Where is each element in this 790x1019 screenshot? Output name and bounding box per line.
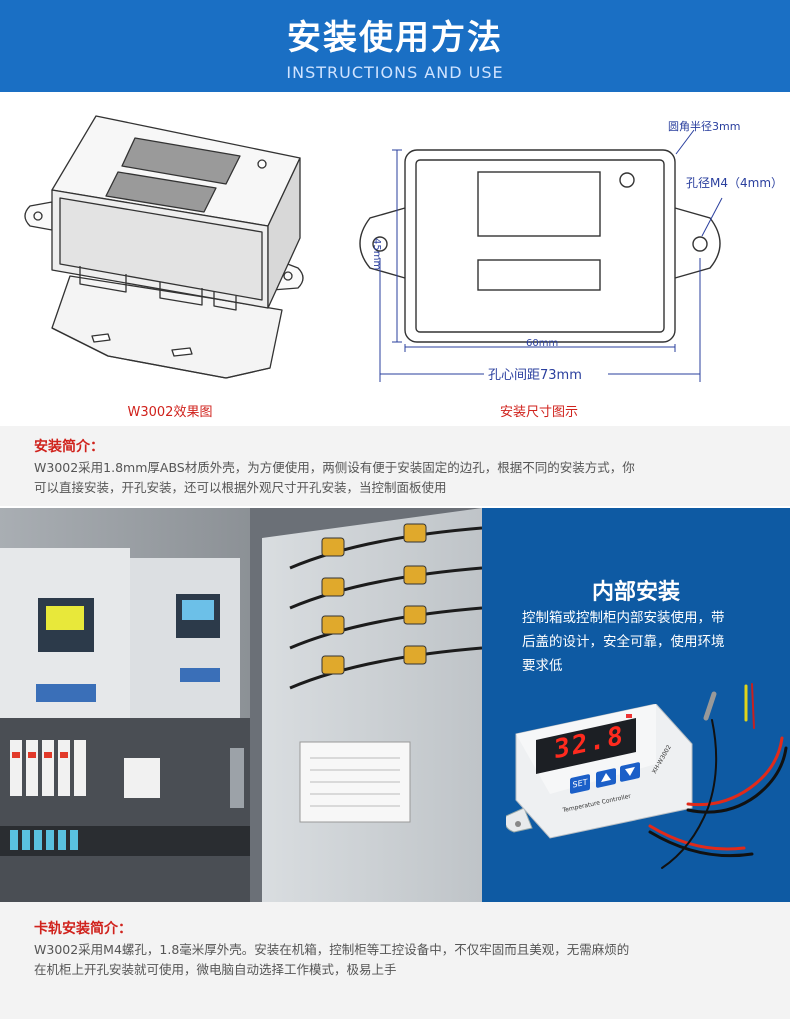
height-dimension-label: 45mm bbox=[371, 238, 382, 271]
rail-install-section: 卡轨安装简介： W3002采用M4螺孔，1.8毫米厚外壳。安装在机箱，控制柜等工… bbox=[0, 902, 790, 1019]
internal-install-line: 后盖的设计，安全可靠，使用环境 bbox=[522, 634, 725, 650]
cabinet-illustration bbox=[0, 508, 482, 902]
install-intro-title: 安装简介： bbox=[34, 439, 104, 455]
dimension-illustration bbox=[359, 129, 723, 382]
rail-install-line: W3002采用M4螺孔，1.8毫米厚外壳。安装在机箱，控制柜等工控设备中，不仅牢… bbox=[34, 942, 630, 957]
product-drawing-caption: W3002效果图 bbox=[127, 405, 213, 420]
internal-install-line: 要求低 bbox=[522, 658, 563, 674]
internal-install-line: 控制箱或控制柜内部安装使用，带 bbox=[522, 610, 725, 626]
internal-install-description: 控制箱或控制柜内部安装使用，带 后盖的设计，安全可靠，使用环境 要求低 bbox=[522, 606, 754, 678]
hole-spacing-label: 孔心间距73mm bbox=[488, 368, 582, 383]
internal-install-panel: 内部安装 控制箱或控制柜内部安装使用，带 后盖的设计，安全可靠，使用环境 要求低… bbox=[482, 508, 790, 902]
dimension-drawing-caption: 安装尺寸图示 bbox=[500, 405, 579, 420]
rail-install-title: 卡轨安装简介： bbox=[34, 921, 132, 937]
internal-install-title: 内部安装 bbox=[591, 580, 680, 605]
page-subtitle: INSTRUCTIONS AND USE bbox=[286, 63, 504, 82]
install-intro-line: W3002采用1.8mm厚ABS材质外壳，为方便使用，两侧设有便于安装固定的边孔… bbox=[34, 460, 635, 475]
install-intro-line: 可以直接安装，开孔安装，还可以根据外观尺寸开孔安装，当控制面板使用 bbox=[34, 480, 447, 495]
down-arrow-icon bbox=[625, 766, 635, 778]
rail-install-text: W3002采用M4螺孔，1.8毫米厚外壳。安装在机箱，控制柜等工控设备中，不仅牢… bbox=[34, 940, 774, 980]
product-3d-drawing: W3002效果图 bbox=[0, 98, 350, 420]
rail-install-line: 在机柜上开孔安装就可使用，微电脑自动选择工作模式，极易上手 bbox=[34, 962, 397, 977]
corner-radius-label: 圆角半径3mm bbox=[668, 120, 741, 133]
controller-device: 32.8 SET Temperature Controller XH-W3002 bbox=[506, 704, 696, 844]
up-arrow-icon bbox=[601, 771, 611, 783]
install-intro-section: 安装简介： W3002采用1.8mm厚ABS材质外壳，为方便使用，两侧设有便于安… bbox=[0, 426, 790, 506]
width-dimension-label: 60mm bbox=[526, 338, 559, 349]
page-title: 安装使用方法 bbox=[287, 18, 503, 58]
hole-diameter-label: 孔径M4（4mm） bbox=[686, 176, 784, 190]
dimension-drawing: 圆角半径3mm 孔径M4（4mm） 45mm 60mm 孔心间距73mm 安装尺… bbox=[350, 98, 790, 420]
install-intro-text: W3002采用1.8mm厚ABS材质外壳，为方便使用，两侧设有便于安装固定的边孔… bbox=[34, 458, 774, 498]
cabinet-photo bbox=[0, 508, 482, 902]
page-header: 安装使用方法 INSTRUCTIONS AND USE bbox=[0, 0, 790, 92]
product-3d-illustration bbox=[24, 115, 304, 379]
